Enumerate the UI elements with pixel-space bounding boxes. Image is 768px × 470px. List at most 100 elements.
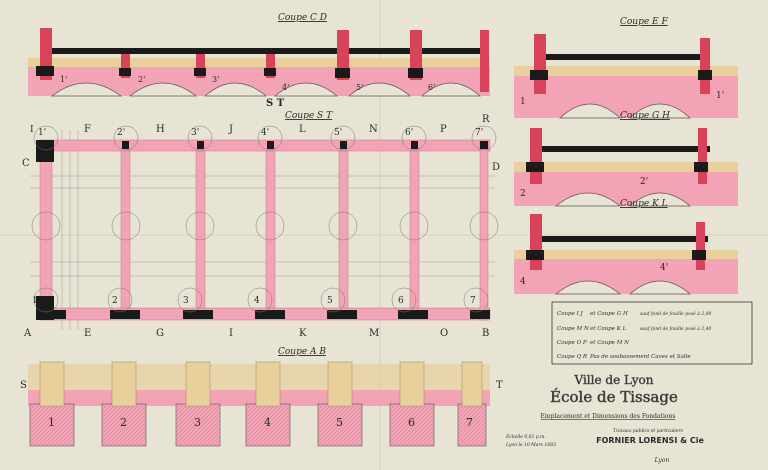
cd-mark-4: 4' bbox=[282, 83, 289, 92]
kl-ochre bbox=[514, 250, 738, 259]
legend-row-4-coupe: Coupe Q R bbox=[557, 354, 587, 360]
ef-footing-left bbox=[530, 70, 548, 80]
ab-mark-6: 6 bbox=[408, 416, 415, 429]
legend-row-4-eq: Pas de soubassement Caves et Salle bbox=[589, 354, 691, 360]
legend-row-1-eq: et Coupe G H bbox=[590, 311, 628, 317]
section-kl: Coupe K L 4 4' bbox=[514, 199, 738, 295]
axis-letter-f: F bbox=[84, 124, 91, 135]
legend-row-2-coupe: Coupe M N bbox=[557, 326, 589, 332]
plan-wall-right bbox=[479, 139, 489, 321]
contractor-line-1: Travaux publics et particuliers bbox=[613, 428, 684, 434]
axis-letter-r: R bbox=[482, 114, 490, 125]
axis-letter-j: J bbox=[228, 124, 233, 135]
kl-mark-4: 4 bbox=[520, 277, 526, 287]
ef-beam bbox=[540, 54, 710, 60]
section-gh-label: Coupe G H bbox=[620, 111, 670, 121]
ab-mark-7: 7 bbox=[466, 416, 473, 429]
kl-beam bbox=[538, 236, 708, 242]
legend-row-1-note: sauf fond de fouille posé à 2,00 bbox=[640, 310, 711, 317]
axis-letter-n: N bbox=[369, 124, 378, 135]
axis-letter-d: D bbox=[492, 162, 500, 173]
axis-letter-c: C bbox=[22, 158, 30, 169]
grid-prime-3: 3' bbox=[191, 128, 199, 138]
ef-arch-1 bbox=[559, 103, 621, 119]
axis-letter-k: K bbox=[299, 328, 307, 339]
cd-mark-1: 1' bbox=[60, 75, 67, 84]
axis-s-top: S T bbox=[266, 98, 285, 109]
axis-letter-i: I bbox=[229, 328, 233, 339]
gh-pier-left bbox=[530, 128, 542, 184]
kl-arch-1 bbox=[555, 280, 621, 295]
axis-letter-p: P bbox=[440, 124, 447, 135]
cd-mark-3: 3' bbox=[212, 75, 219, 84]
section-cd-label: Coupe C D bbox=[278, 13, 327, 23]
ab-pit-hatching bbox=[30, 404, 486, 446]
gh-beam bbox=[538, 146, 710, 152]
plan-wall-left bbox=[39, 139, 53, 321]
kl-footing-right bbox=[692, 250, 706, 260]
axis-letter-o: O bbox=[440, 328, 448, 339]
title-line-1: Ville de Lyon bbox=[574, 373, 654, 387]
foundation-plan: Coupe S T S T bbox=[22, 98, 500, 339]
section-ef-label: Coupe E F bbox=[620, 17, 668, 27]
ab-mark-3: 3 bbox=[194, 416, 201, 429]
plan-interior-strips bbox=[120, 150, 420, 309]
legend-row-3-coupe: Coupe O P bbox=[557, 340, 587, 346]
ab-mark-4: 4 bbox=[264, 416, 271, 429]
scale-note-line-2: Lyon le 10 Mars 1883 bbox=[505, 442, 556, 448]
axis-letter-s: S bbox=[20, 380, 27, 391]
axis-letter-b: B bbox=[482, 328, 489, 339]
section-st-label: Coupe S T bbox=[285, 111, 333, 121]
section-gh: Coupe G H 2 2' bbox=[514, 111, 738, 207]
grid-number-5: 5 bbox=[327, 296, 333, 306]
ef-arch-2 bbox=[629, 103, 691, 119]
axis-letter-m: M bbox=[369, 328, 379, 339]
cd-arches bbox=[50, 82, 481, 97]
axis-letter-i-side: I bbox=[30, 125, 34, 135]
section-ef: Coupe E F 1 1' bbox=[514, 17, 738, 119]
section-kl-label: Coupe K L bbox=[620, 199, 668, 209]
contractor-name: FORNIER LORENSI & Cie bbox=[596, 436, 704, 445]
ab-mark-5: 5 bbox=[336, 416, 343, 429]
grid-prime-7: 7' bbox=[475, 128, 483, 138]
section-cd: Coupe C D 1' bbox=[28, 13, 490, 97]
axis-letter-a: A bbox=[23, 328, 32, 339]
scale-note-line-1: Échelle 0,02 p.m. bbox=[505, 432, 546, 440]
ef-ochre bbox=[514, 66, 738, 76]
axis-letter-g: G bbox=[156, 328, 164, 339]
kl-footing-left bbox=[526, 250, 544, 260]
gh-footing-left bbox=[526, 162, 544, 172]
grid-number-4: 4 bbox=[254, 296, 260, 306]
cd-ochre-band bbox=[28, 58, 490, 67]
cd-floor-beam bbox=[40, 48, 488, 54]
cd-footings bbox=[36, 66, 423, 78]
section-ab: Coupe A B S T bbox=[20, 347, 503, 447]
cd-mark-6: 6' bbox=[428, 83, 435, 92]
title-subtitle: Emplacement et Dimensions des Fondations bbox=[541, 413, 676, 420]
ab-columns bbox=[39, 361, 483, 407]
ef-pier-left bbox=[534, 34, 546, 94]
axis-letter-e: E bbox=[84, 328, 91, 339]
kl-arch-2 bbox=[629, 280, 691, 295]
legend-row-3-eq: et Coupe M N bbox=[590, 340, 629, 346]
ab-mark-2: 2 bbox=[120, 416, 127, 429]
legend-row-2-eq: et Coupe K L bbox=[590, 326, 627, 332]
ef-mark-1: 1 bbox=[520, 97, 526, 107]
grid-prime-2: 2' bbox=[117, 128, 125, 138]
plan-footing-pads bbox=[36, 140, 490, 320]
grid-number-6: 6 bbox=[398, 296, 404, 306]
kl-pier-left bbox=[530, 214, 542, 270]
cd-mark-5: 5' bbox=[356, 83, 363, 92]
grid-prime-5: 5' bbox=[334, 128, 342, 138]
gh-mark-2p: 2' bbox=[640, 177, 648, 187]
title-line-2: École de Tissage bbox=[550, 388, 678, 406]
section-ab-label: Coupe A B bbox=[278, 347, 326, 357]
gh-footing-right bbox=[694, 162, 708, 172]
ef-pier-right bbox=[700, 38, 710, 94]
grid-number-3: 3 bbox=[183, 296, 189, 306]
grid-number-2: 2 bbox=[112, 296, 118, 306]
grid-number-1: 1 bbox=[32, 296, 38, 306]
gh-arch-2 bbox=[629, 192, 691, 207]
gh-mark-2: 2 bbox=[520, 189, 526, 199]
